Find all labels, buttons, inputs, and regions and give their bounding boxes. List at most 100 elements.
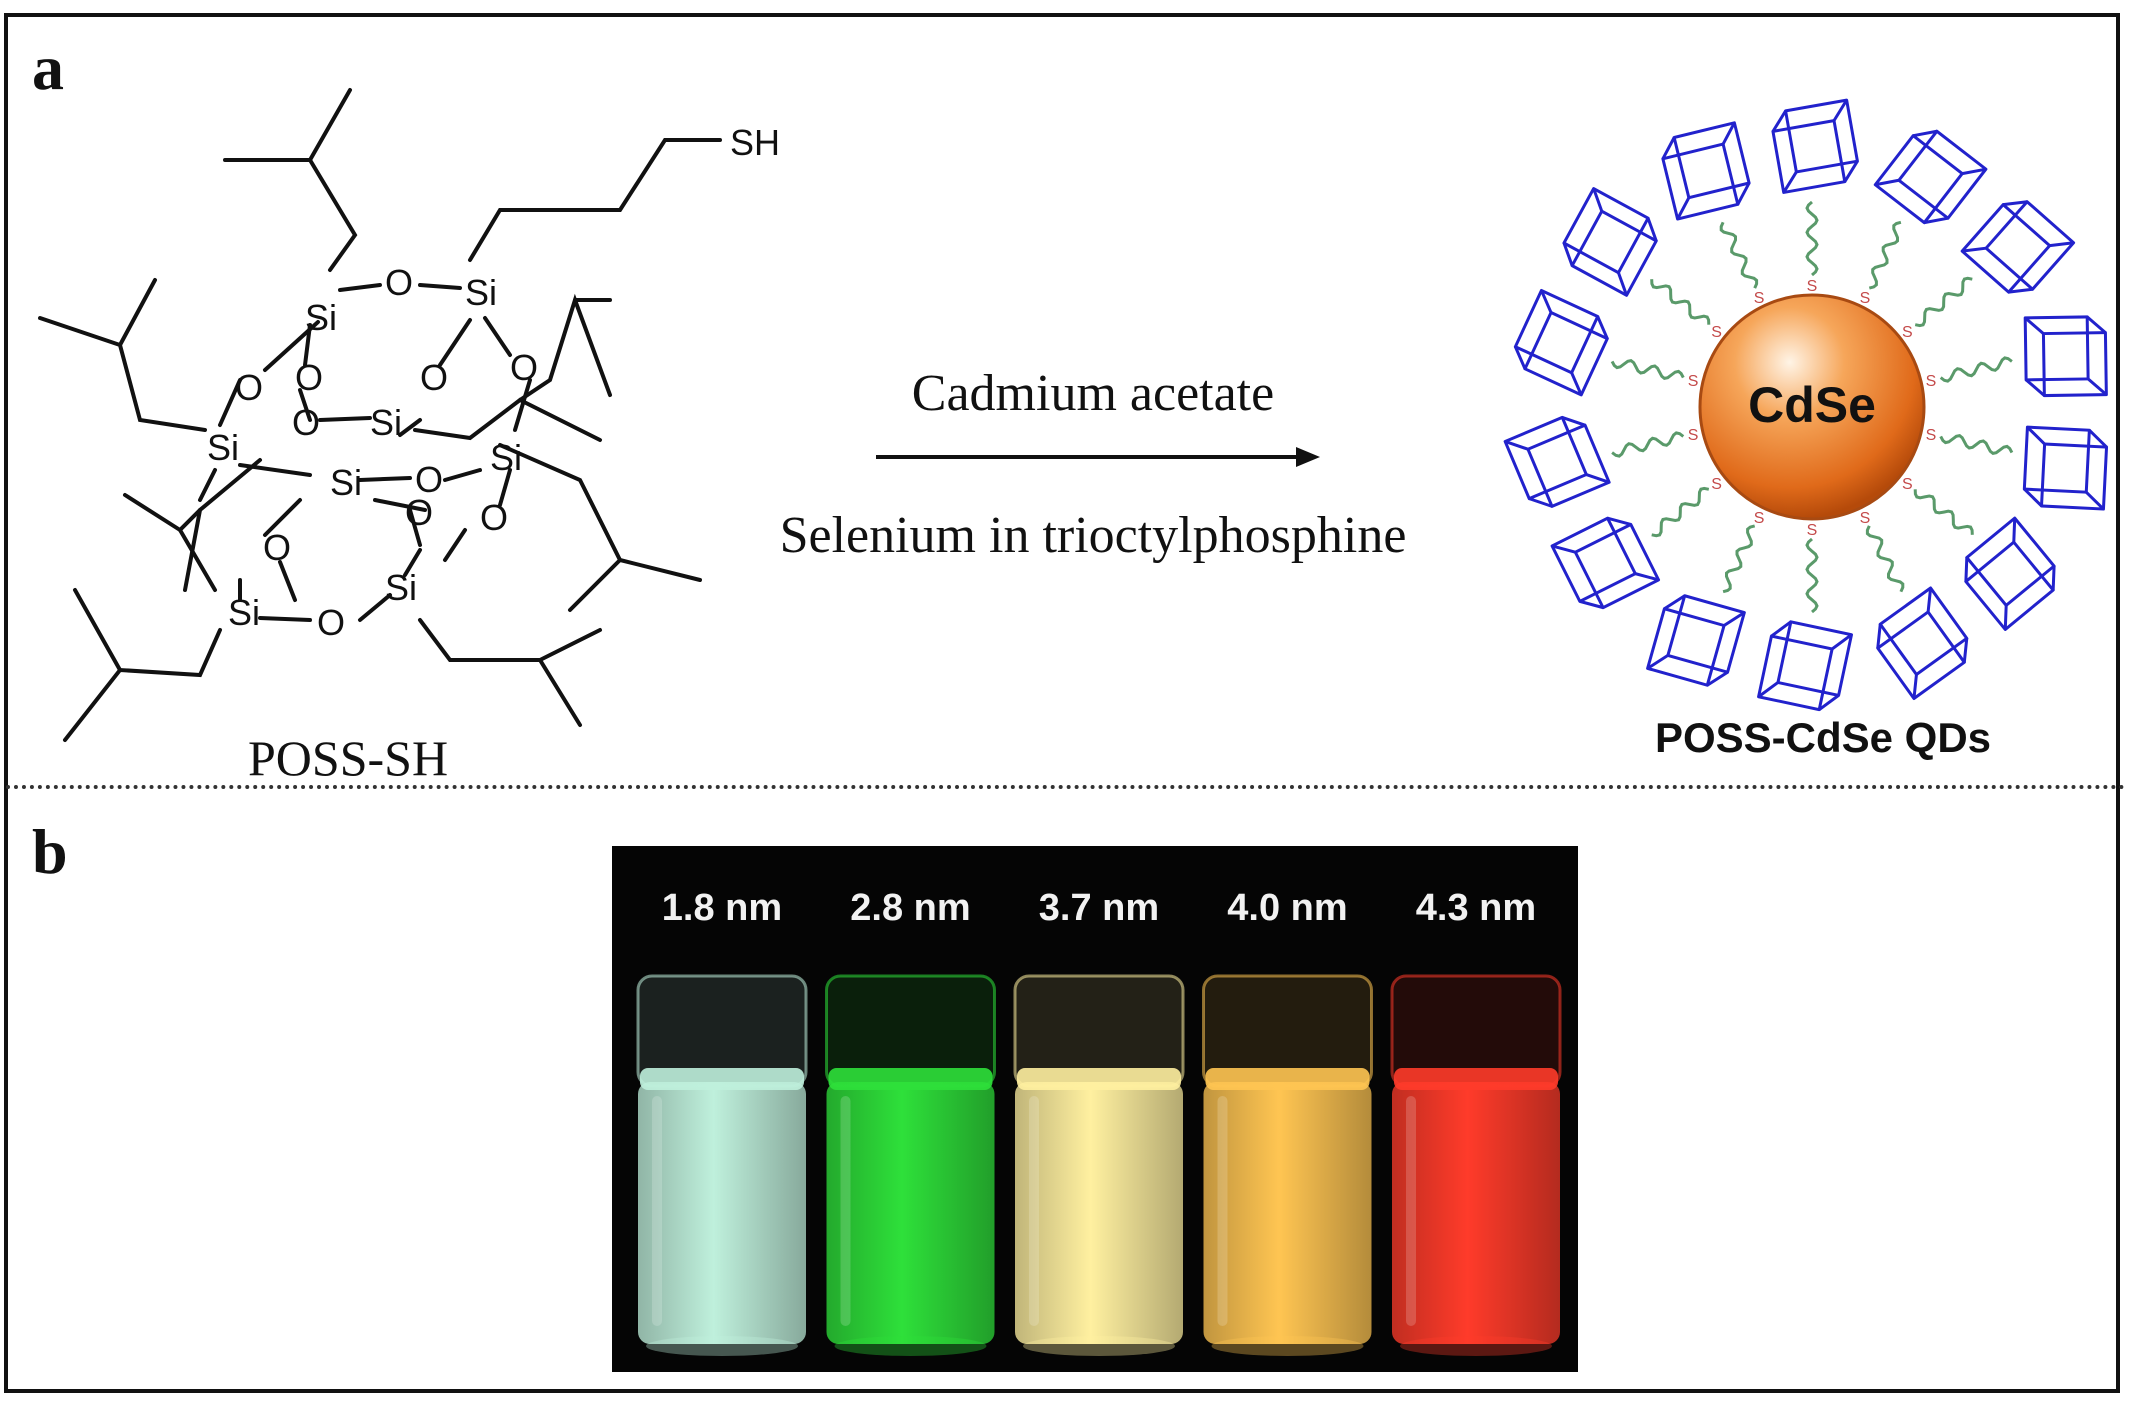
si-atom-6: Si — [490, 437, 522, 478]
vial-size-label-1: 1.8 nm — [662, 887, 782, 929]
ligand-linker-10 — [1651, 486, 1710, 538]
sulfur-atom-8: S — [1807, 522, 1818, 539]
o-atom-5: O — [510, 347, 538, 388]
ligand-linker-14 — [1719, 221, 1759, 289]
poss-cage-3 — [1960, 200, 2076, 294]
poss-cage-8 — [1757, 620, 1853, 712]
o-atom-4: O — [420, 357, 448, 398]
poss-cage-1 — [1771, 98, 1859, 194]
o-atom-9: O — [480, 497, 508, 538]
thiol-label: SH — [730, 122, 780, 163]
si-atom-4: Si — [370, 402, 402, 443]
reagent-bottom-label: Selenium in trioctylphosphine — [780, 507, 1407, 564]
ligand-linker-12 — [1610, 358, 1685, 381]
vial-size-label-5: 4.3 nm — [1416, 887, 1536, 929]
vial-liquid-4 — [1203, 1082, 1372, 1344]
ligand-linker-4 — [1939, 356, 2013, 383]
o-atom-1: O — [385, 262, 413, 303]
vial-size-label-4: 4.0 nm — [1227, 887, 1347, 929]
sulfur-atom-13: S — [1711, 324, 1722, 341]
vial-size-label-2: 2.8 nm — [850, 887, 970, 929]
sulfur-atom-1: S — [1807, 278, 1818, 295]
vial-2: 2.8 nm — [825, 887, 996, 1356]
vial-liquid-3 — [1015, 1082, 1183, 1344]
vial-liquid-5 — [1392, 1082, 1560, 1344]
poss-cage-2 — [1873, 129, 1988, 225]
reaction-arrow-head — [1296, 447, 1320, 467]
sulfur-atom-6: S — [1902, 476, 1913, 493]
ligand-linker-6 — [1913, 489, 1974, 535]
poss-cage-5 — [2022, 425, 2109, 511]
product-caption: POSS-CdSe QDs — [1655, 714, 1991, 761]
o-atom-7: O — [415, 459, 443, 500]
poss-cage-9 — [1646, 594, 1746, 687]
vial-5: 4.3 nm — [1390, 887, 1562, 1356]
o-atom-3: O — [295, 357, 323, 398]
poss-cage-4 — [2023, 315, 2108, 398]
o-atom-11: O — [317, 602, 345, 643]
o-atom-2: O — [235, 367, 263, 408]
sulfur-atom-10: S — [1711, 476, 1722, 493]
ligand-linker-13 — [1650, 279, 1711, 325]
ligand-linker-7 — [1865, 525, 1905, 593]
vial-photo: 1.8 nm 2.8 nm 3.7 nm 4.0 nm 4.3 nm — [612, 846, 1578, 1372]
panel-a-label: a — [32, 32, 64, 103]
sulfur-atom-5: S — [1926, 427, 1937, 444]
si-atom-8: Si — [385, 567, 417, 608]
vial-1: 1.8 nm — [636, 887, 808, 1356]
o-atom-6: O — [292, 402, 320, 443]
si-atom-5: Si — [330, 462, 362, 503]
ligand-linker-9 — [1722, 524, 1756, 594]
poss-cage-10 — [1550, 516, 1661, 610]
vial-3: 3.7 nm — [1013, 887, 1185, 1356]
vial-base-1 — [646, 1336, 798, 1356]
core-label: CdSe — [1748, 377, 1876, 433]
vial-base-3 — [1023, 1336, 1175, 1356]
si-atom-2: Si — [465, 272, 497, 313]
ligand-linker-2 — [1868, 220, 1902, 290]
poss-cage-13 — [1562, 187, 1658, 297]
synthesis-scheme: SH Si Si Si Si Si Si Si Si O O O O O O O… — [38, 88, 2109, 786]
vial-liquid-2 — [826, 1082, 995, 1344]
poss-sh-structure — [38, 88, 722, 742]
ligand-linker-3 — [1914, 276, 1973, 328]
si-atom-7: Si — [228, 592, 260, 633]
vial-base-4 — [1211, 1336, 1364, 1356]
sulfur-atom-2: S — [1860, 290, 1871, 307]
si-atom-3: Si — [207, 427, 239, 468]
panel-divider — [6, 785, 2126, 789]
reagent-top-label: Cadmium acetate — [912, 365, 1274, 422]
o-atom-10: O — [263, 527, 291, 568]
sulfur-atom-4: S — [1926, 373, 1937, 390]
vial-highlight-1 — [652, 1096, 662, 1326]
si-atom-1: Si — [305, 297, 337, 338]
sulfur-atom-7: S — [1860, 510, 1871, 527]
ligand-linker-8 — [1805, 537, 1819, 614]
vial-base-2 — [834, 1336, 987, 1356]
sulfur-atom-3: S — [1902, 324, 1913, 341]
vial-highlight-2 — [840, 1096, 851, 1326]
poss-cage-14 — [1661, 121, 1751, 221]
ligand-linker-11 — [1611, 431, 1685, 458]
ligand-linker-1 — [1805, 200, 1819, 277]
poss-cage-6 — [1964, 516, 2056, 631]
cdse-core — [1698, 293, 1926, 521]
vial-size-label-3: 3.7 nm — [1039, 887, 1159, 929]
vial-base-5 — [1400, 1336, 1552, 1356]
sulfur-atom-9: S — [1754, 510, 1765, 527]
poss-cage-7 — [1876, 586, 1969, 700]
o-atom-8: O — [405, 492, 433, 533]
panel-b-label: b — [32, 816, 68, 887]
vial-highlight-5 — [1406, 1096, 1416, 1326]
sulfur-atom-11: S — [1688, 427, 1699, 444]
poss-cage-12 — [1513, 288, 1609, 397]
vial-4: 4.0 nm — [1202, 887, 1373, 1356]
vial-row: 1.8 nm 2.8 nm 3.7 nm 4.0 nm 4.3 nm — [636, 887, 1562, 1356]
molecule-caption: POSS-SH — [248, 730, 448, 786]
sulfur-atom-14: S — [1754, 290, 1765, 307]
vial-liquid-1 — [638, 1082, 806, 1344]
vial-highlight-3 — [1029, 1096, 1039, 1326]
poss-atom-labels: SH Si Si Si Si Si Si Si Si O O O O O O O… — [207, 122, 780, 643]
poss-cage-11 — [1503, 415, 1611, 508]
